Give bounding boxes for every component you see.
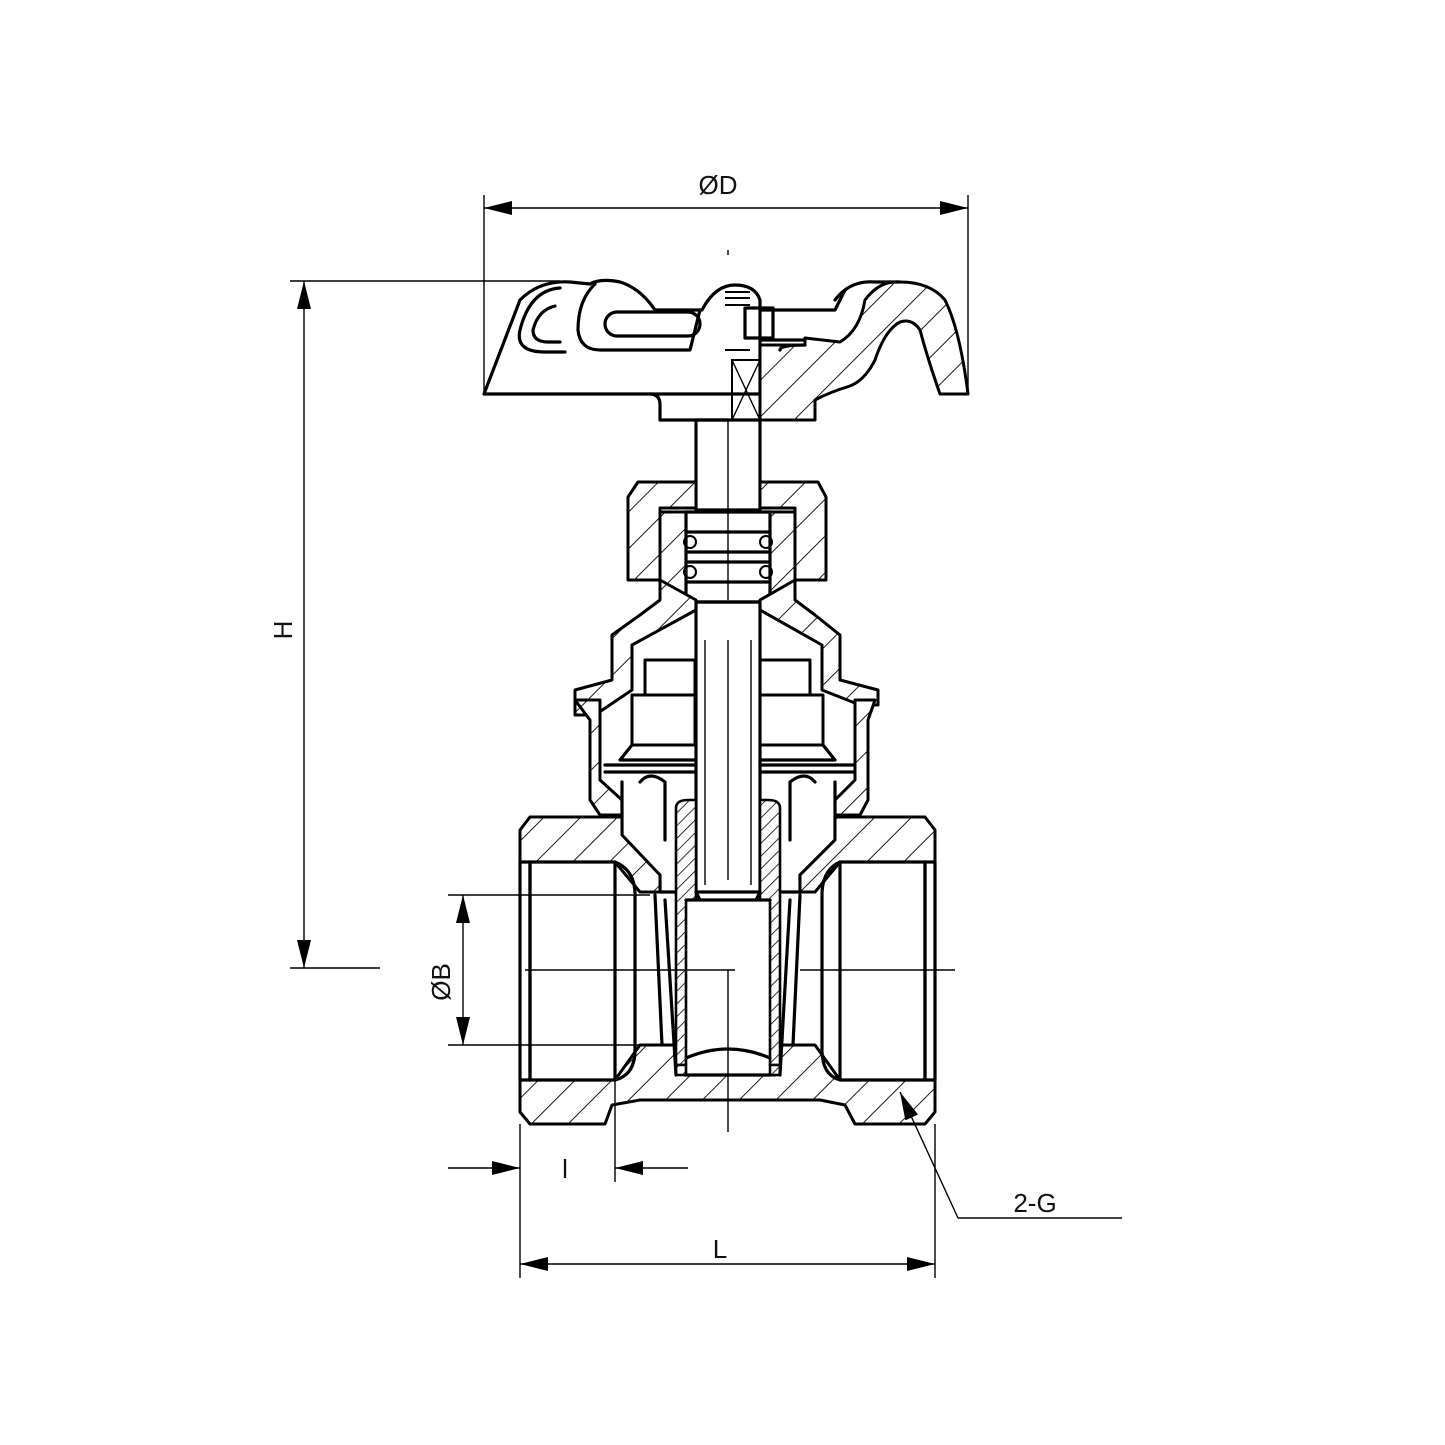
label-2g: 2-G — [1013, 1188, 1056, 1218]
dimension-thread-length: l — [448, 1080, 688, 1278]
dimension-bore-diameter: ØB — [426, 894, 662, 1046]
label-l: L — [713, 1234, 727, 1264]
dimension-length: L — [520, 1124, 936, 1278]
stem — [694, 418, 762, 600]
label-l-small: l — [562, 1154, 568, 1184]
bonnet — [573, 578, 880, 894]
dimension-thread: 2-G — [899, 1091, 1122, 1219]
gland-nut — [626, 480, 828, 604]
label-ob: ØB — [426, 963, 456, 1001]
label-h: H — [268, 621, 298, 640]
label-od: ØD — [699, 170, 738, 200]
handwheel — [482, 278, 970, 422]
dimension-height: H — [268, 280, 560, 969]
gate-wedge — [663, 798, 792, 1077]
dimension-handwheel-diameter: ØD — [483, 170, 969, 394]
center-lines — [525, 250, 955, 1132]
